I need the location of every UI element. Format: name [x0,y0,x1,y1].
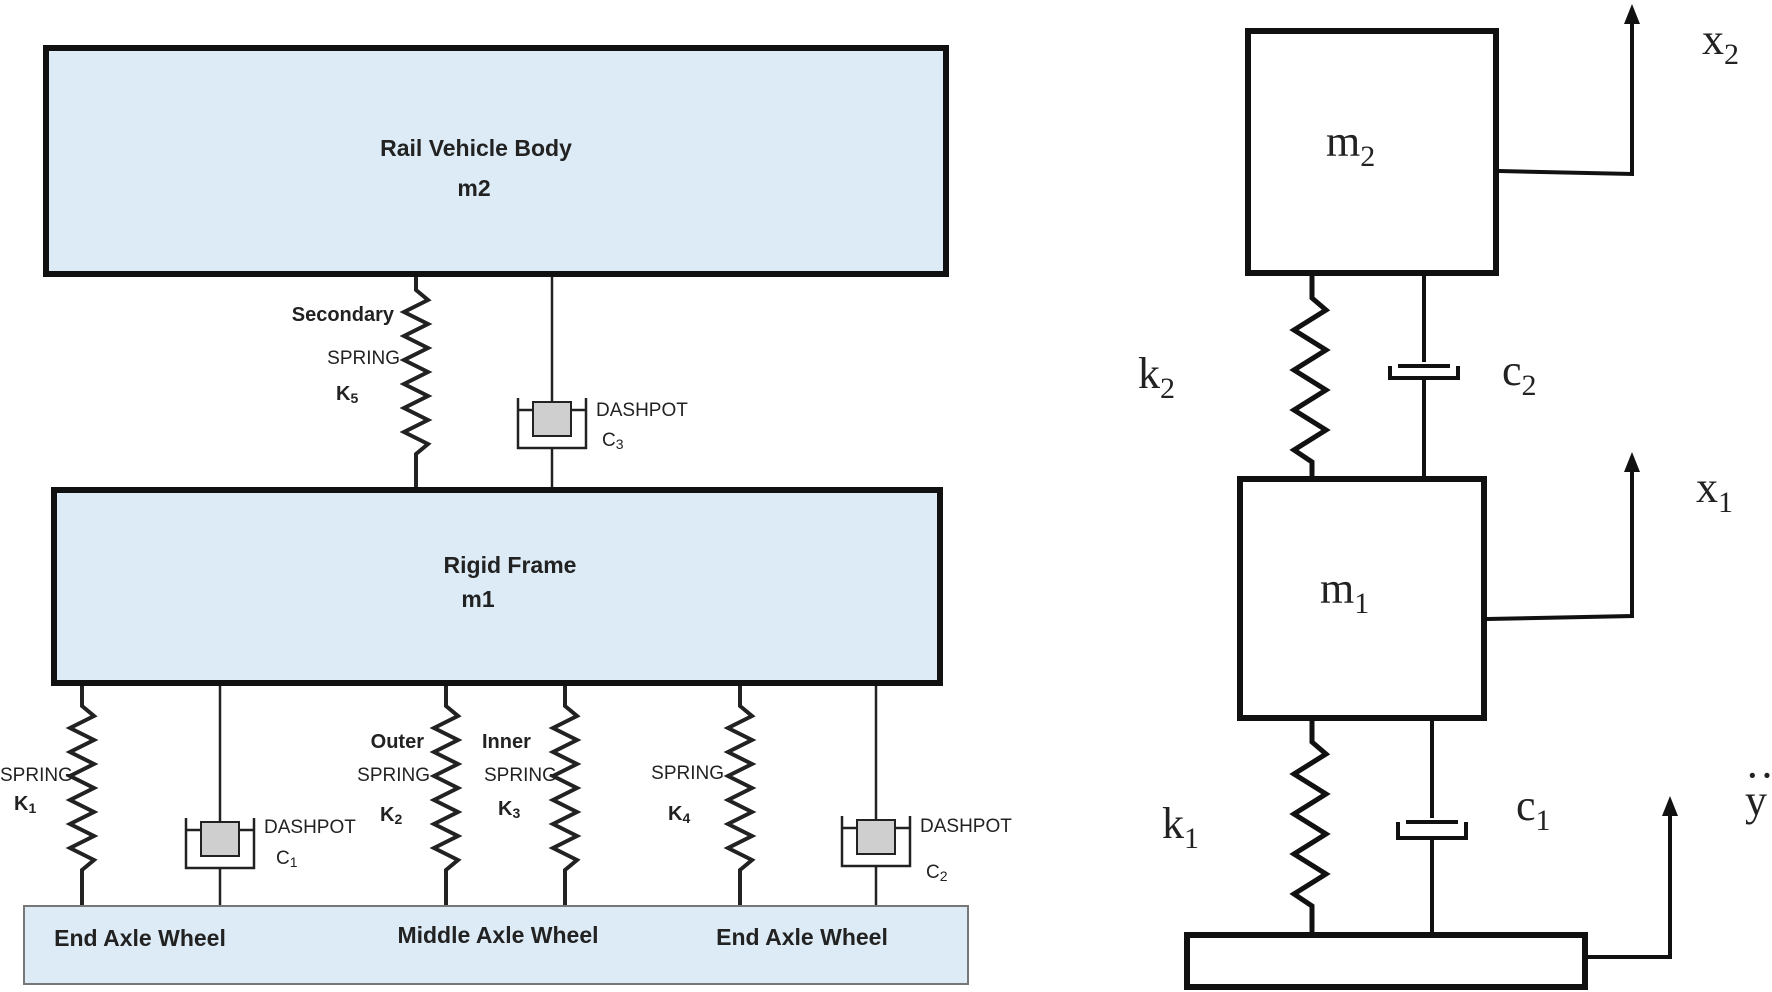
c1-label: c1 [1516,781,1551,837]
dashpot-c2-label: DASHPOT [920,816,1012,837]
spring-k1-label: SPRING [0,765,73,786]
ydd-label: y [1745,776,1767,825]
spring-k1 [65,686,99,906]
dashpot-c2-c: C2 [926,862,948,884]
ydd-arrow [1588,796,1678,959]
rigid-frame-mass: m1 [461,586,494,612]
spring-k2-k: K2 [380,804,402,827]
wheel-left-label: End Axle Wheel [54,925,226,951]
rigid-frame-box [51,487,943,686]
dashpot-c3 [516,277,588,487]
k2-label: k2 [1138,349,1175,405]
rail-vehicle-body-box [43,45,949,277]
x1-label: x1 [1696,463,1733,519]
spring-k3 [548,686,582,906]
wheel-middle-label: Middle Axle Wheel [397,922,598,948]
spring-k4-label: SPRING [651,763,724,784]
rail-vehicle-body-title: Rail Vehicle Body [380,135,572,161]
spring-k5-k: K5 [336,383,358,406]
spring-k5-label: SPRING [327,348,400,369]
dashpot-c1-label: DASHPOT [264,817,356,838]
x1-arrow [1486,452,1640,621]
dashpot-c3-c: C3 [602,430,624,452]
spring-k3-k: K3 [498,798,520,821]
spring-k1-k: K1 [14,793,36,816]
spring-k3-title: Inner [482,731,531,753]
spring-k2-title: Outer [371,731,425,753]
spring-k4-k: K4 [668,803,690,826]
rail-vehicle-body-mass: m2 [457,175,490,201]
two-dof-model: m2 x2 k2 c2 m1 x1 k1 [1138,4,1772,990]
dashpot-c1 [184,686,256,906]
x2-arrow [1498,4,1640,177]
ground-base [1184,932,1588,990]
wheel-right-label: End Axle Wheel [716,924,888,950]
spring-k4 [723,686,757,906]
ydd-dots: ·· [1745,751,1772,800]
c2-label: c2 [1502,346,1537,402]
spring-k2 [429,686,463,906]
mass-m1-box [1237,476,1487,721]
dashpot-c1-c: C1 [276,848,298,870]
axle-wheel-bar [23,905,969,985]
rail-vehicle-schematic: Rail Vehicle Body m2 Secondary SPRING K5… [0,45,1012,985]
spring-k5 [399,277,433,487]
mass-m2-label: m2 [1326,117,1375,173]
spring-k1-right [1289,721,1331,933]
damper-c2 [1388,276,1460,477]
x2-label: x2 [1702,15,1739,71]
spring-k2-right [1289,276,1331,477]
spring-k2-label: SPRING [357,765,430,786]
mass-m2-box [1245,28,1499,276]
damper-c1 [1396,721,1468,933]
mass-m1-label: m1 [1320,564,1369,620]
dashpot-c2 [840,686,912,906]
rigid-frame-title: Rigid Frame [444,552,577,578]
k1-label: k1 [1162,799,1199,855]
spring-k5-title: Secondary [292,304,395,326]
dashpot-c3-label: DASHPOT [596,400,688,421]
spring-k3-label: SPRING [484,765,557,786]
